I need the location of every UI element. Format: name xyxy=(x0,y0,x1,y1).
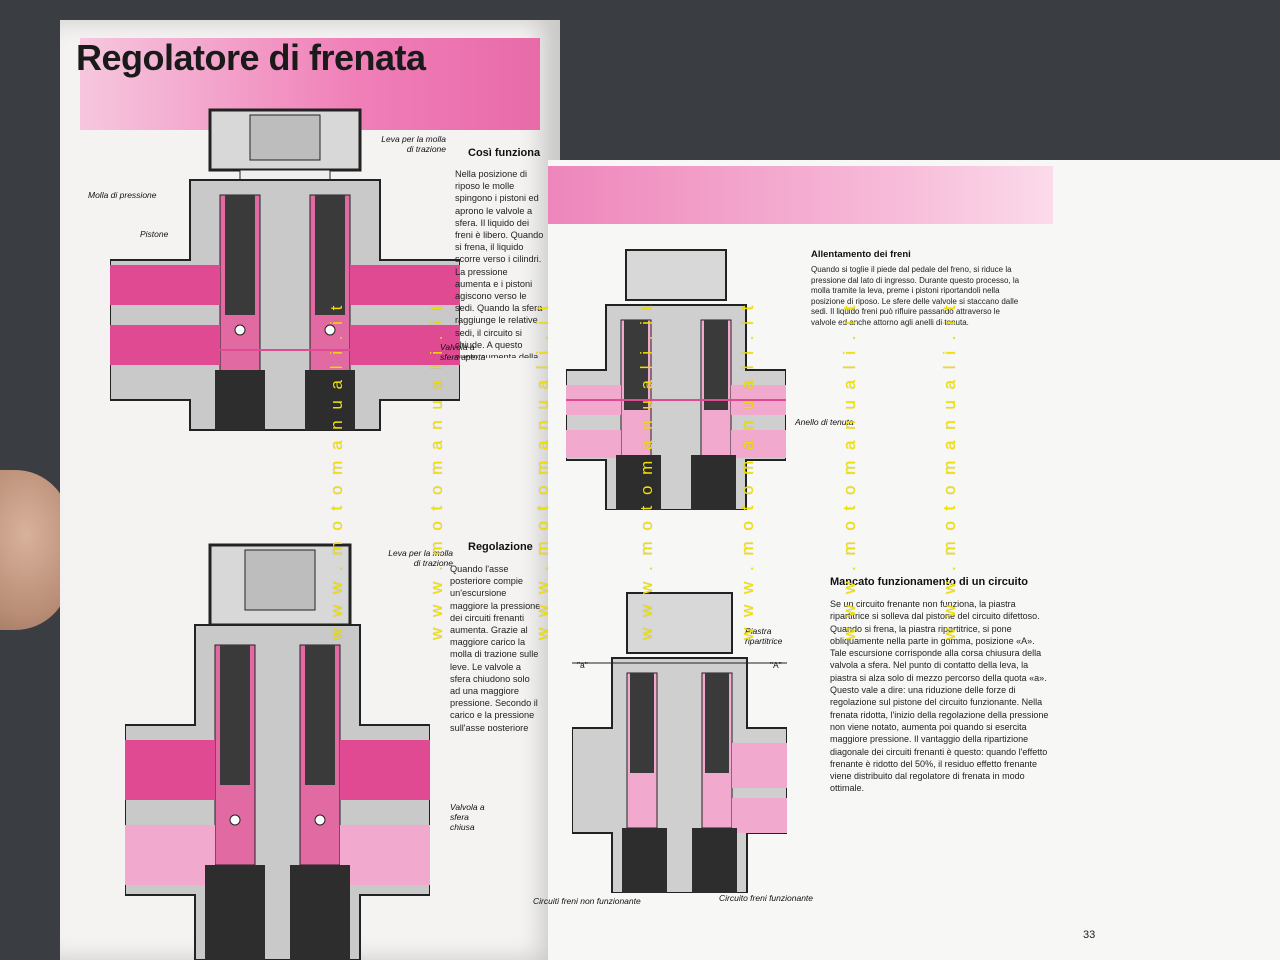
label-molla: Molla di pressione xyxy=(88,190,157,200)
label-piastra: Piastra ripartitrice xyxy=(745,626,783,646)
right-banner xyxy=(548,166,1053,224)
heading-cosi-funziona: Così funziona xyxy=(468,147,541,159)
watermark-5: w w w . m o t o m a n u a l i . i t xyxy=(738,302,757,640)
watermark-7: w w w . m o t o m a n u a l i . i t xyxy=(940,302,959,640)
watermark-4: w w w . m o t o m a n u a l i . i t xyxy=(637,302,656,640)
text-mancato-funzionamento: Se un circuito frenante non funziona, la… xyxy=(830,599,1049,794)
watermark-6: w w w . m o t o m a n u a l i . i t xyxy=(840,302,859,640)
label-valvola-chiusa: Valvola a sfera chiusa xyxy=(450,802,485,832)
label-a-big: "A" xyxy=(770,660,782,670)
brake-regulator-diagram-open xyxy=(110,108,460,431)
label-non-funzionante: Circuiti freni non funzionante xyxy=(533,896,641,906)
heading-regolazione: Regolazione xyxy=(468,541,533,553)
watermark-2: w w w . m o t o m a n u a l i . i t xyxy=(427,302,446,640)
label-leva-1: Leva per la molla di trazione xyxy=(381,134,446,154)
circuit-failure-diagram xyxy=(572,592,787,893)
label-pistone: Pistone xyxy=(140,229,169,239)
label-anello: Anello di tenuta xyxy=(795,417,854,427)
text-allentamento: Quando si toglie il piede dal pedale del… xyxy=(811,265,1020,327)
watermark-1: w w w . m o t o m a n u a l i . i t xyxy=(327,302,346,640)
brake-regulator-diagram-closed xyxy=(125,543,430,960)
label-valvola-aperta: Valvola a sfera aperta xyxy=(440,342,486,362)
label-leva-2: Leva per la molla di trazione xyxy=(388,548,453,568)
label-funzionante: Circuito freni funzionante xyxy=(719,893,814,903)
text-cosi-funziona: Nella posizione di riposo le molle sping… xyxy=(455,169,544,358)
label-a-small: "a" xyxy=(577,660,588,670)
heading-allentamento: Allentamento dei freni xyxy=(811,249,911,260)
thumb xyxy=(0,470,70,630)
brake-release-diagram xyxy=(566,249,786,510)
text-regolazione: Quando l'asse posteriore compie un'escur… xyxy=(450,564,541,731)
page-number: 33 xyxy=(1083,929,1096,941)
heading-mancato-funzionamento: Mancato funzionamento di un circuito xyxy=(830,576,1028,588)
page-title: Regolatore di frenata xyxy=(76,37,426,78)
watermark-3: w w w . m o t o m a n u a l i . i t xyxy=(533,302,552,640)
